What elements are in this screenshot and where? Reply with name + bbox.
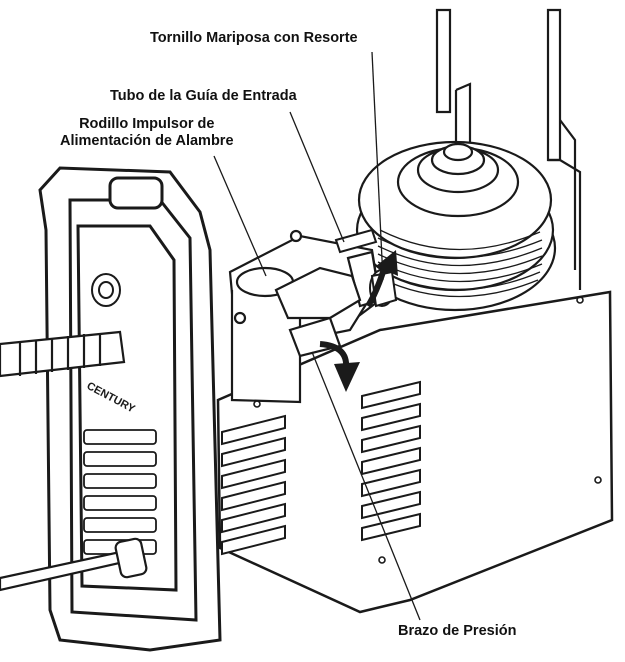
leader-inlet-guide — [289, 111, 345, 243]
wire-coil-windings — [377, 229, 543, 298]
label-drive-roller-line2: Alimentación de Alambre — [60, 133, 234, 149]
front-vents — [83, 429, 157, 555]
label-inlet-guide-tube-text: Tubo de la Guía de Entrada — [110, 88, 297, 104]
leader-spring-screw — [371, 51, 384, 281]
leader-pressure-arm — [311, 351, 421, 621]
inlet-guide-tube — [334, 228, 378, 254]
vent-louvers-left — [221, 414, 286, 556]
label-pressure-arm-text: Brazo de Presión — [398, 623, 517, 639]
rotation-arrow-up — [365, 250, 398, 308]
power-cord — [0, 537, 148, 592]
rotation-arrow-down — [319, 341, 360, 392]
leader-drive-roller — [213, 155, 267, 277]
label-spring-thumb-screw-text: Tornillo Mariposa con Resorte — [150, 30, 358, 46]
front-knob — [91, 273, 121, 307]
spool-frame — [435, 8, 582, 290]
label-inlet-guide-tube: Tubo de la Guía de Entrada — [110, 88, 297, 105]
label-drive-roller-line1: Rodillo Impulsor de — [79, 116, 215, 132]
label-pressure-arm: Brazo de Presión — [398, 623, 516, 640]
wire-spool — [353, 140, 557, 312]
leader-lines — [213, 51, 421, 621]
label-spring-thumb-screw: Tornillo Mariposa con Resorte — [150, 30, 358, 47]
welding-cable — [0, 330, 126, 378]
label-drive-roller: Rodillo Impulsor de Alimentación de Alam… — [60, 116, 234, 150]
